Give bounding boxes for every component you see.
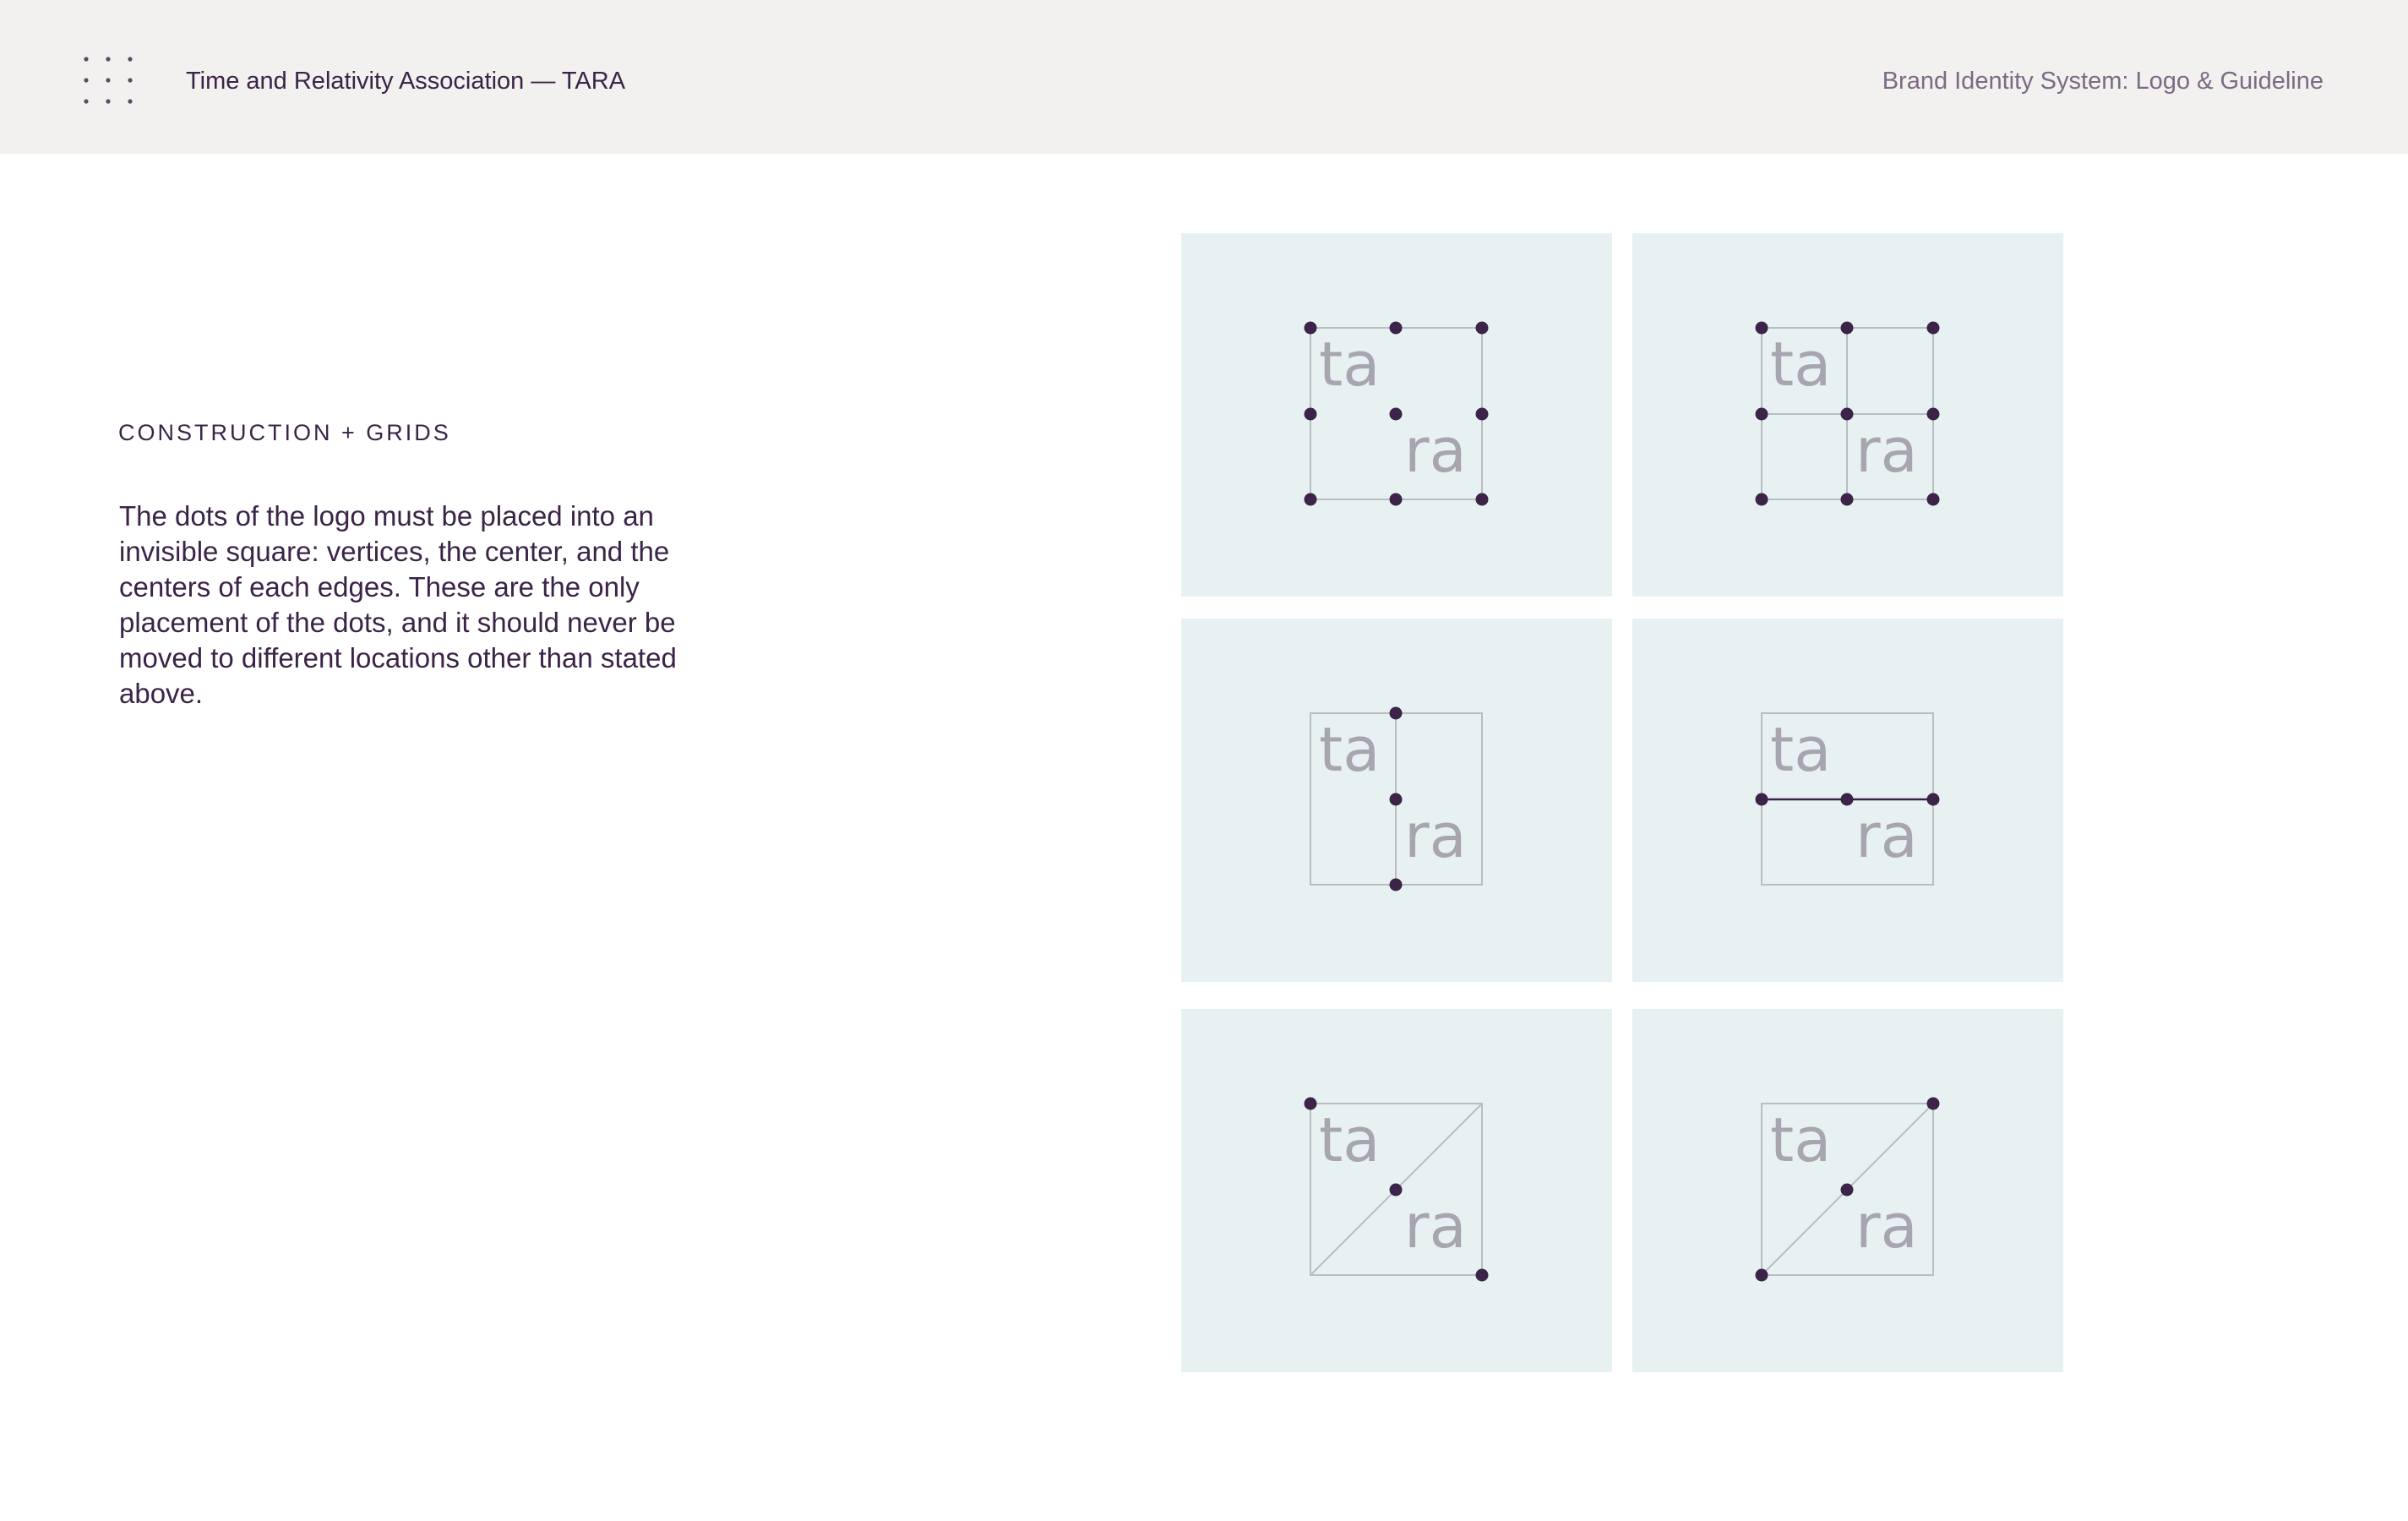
construction-panel-quadrants: ta ra <box>1632 233 2063 597</box>
logo-text-ra: ra <box>1855 1191 1918 1262</box>
construction-panel-full-grid: ta ra <box>1181 233 1612 597</box>
document-title: Brand Identity System: Logo & Guideline <box>1882 68 2324 95</box>
logo-text-ta: ta <box>1319 329 1380 400</box>
dot-grid-logo-icon <box>84 57 133 104</box>
logo-text-ta: ta <box>1319 714 1380 785</box>
logo-text-ra: ra <box>1855 415 1918 486</box>
logo-text-ta: ta <box>1770 1104 1831 1175</box>
logo-text-ra: ra <box>1404 1191 1467 1262</box>
logo-text-ra: ra <box>1404 415 1467 486</box>
logo-text-ta: ta <box>1770 329 1831 400</box>
logo-text-ra: ra <box>1404 800 1467 871</box>
construction-panel-vertical: ta ra <box>1181 619 1612 982</box>
logo-text-ra: ra <box>1855 800 1918 871</box>
logo-text-ta: ta <box>1770 714 1831 785</box>
section-heading: CONSTRUCTION + GRIDS <box>118 420 451 445</box>
construction-panel-diagonal-b: ta ra <box>1632 1009 2063 1372</box>
org-name: Time and Relativity Association — TARA <box>186 68 626 95</box>
logo-text-ta: ta <box>1319 1104 1380 1175</box>
header: Time and Relativity Association — TARA B… <box>0 0 2408 154</box>
section-body-text: The dots of the logo must be placed into… <box>119 500 677 709</box>
construction-panel-horizontal: ta ra <box>1632 619 2063 982</box>
construction-panel-diagonal-a: ta ra <box>1181 1009 1612 1372</box>
